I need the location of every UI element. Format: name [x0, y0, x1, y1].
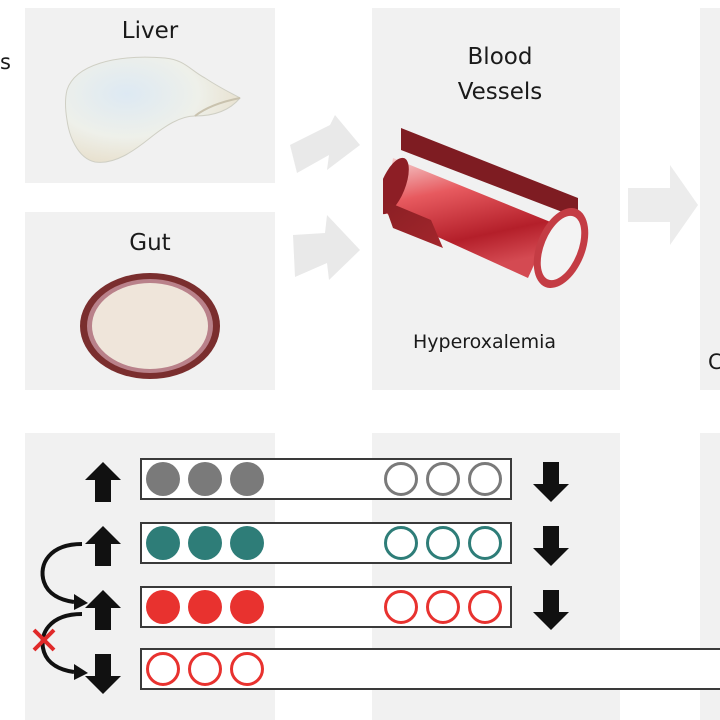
gut-image — [78, 270, 223, 382]
down-arrow-icon — [533, 526, 569, 566]
up-arrow-icon — [85, 526, 121, 566]
curved-arrow-icon — [30, 608, 90, 680]
liver-image — [55, 50, 245, 170]
filled-circle — [146, 462, 180, 496]
curved-arrow-icon — [30, 538, 90, 610]
down-arrow-icon — [533, 590, 569, 630]
legend-row-4-bar — [140, 648, 720, 690]
hollow-circle — [426, 526, 460, 560]
left-edge-text: s — [0, 50, 11, 74]
hollow-circle — [384, 590, 418, 624]
vessels-caption: Hyperoxalemia — [413, 331, 557, 353]
up-arrow-icon — [85, 462, 121, 502]
chevron-arrow-icon — [285, 115, 365, 195]
chevron-arrow-icon — [285, 205, 365, 285]
right-panel-top — [700, 8, 720, 390]
right-edge-text: C — [708, 350, 720, 374]
hollow-circle — [146, 652, 180, 686]
legend-row-2-bar — [140, 522, 512, 564]
vessels-label-line2: Vessels — [457, 79, 543, 105]
down-arrow-icon — [85, 654, 121, 694]
filled-circle — [188, 462, 222, 496]
hollow-circle — [468, 462, 502, 496]
liver-label: Liver — [121, 18, 179, 44]
filled-circle — [230, 526, 264, 560]
chevron-arrow-icon — [628, 160, 700, 250]
filled-circle — [230, 462, 264, 496]
hollow-circle — [384, 526, 418, 560]
vessels-label-line1: Blood — [467, 44, 533, 70]
hollow-circle — [188, 652, 222, 686]
hollow-circle — [468, 526, 502, 560]
hollow-circle — [468, 590, 502, 624]
legend-row-1-bar — [140, 458, 512, 500]
hollow-circle — [426, 590, 460, 624]
filled-circle — [146, 526, 180, 560]
hollow-circle — [426, 462, 460, 496]
filled-circle — [188, 590, 222, 624]
up-arrow-icon — [85, 590, 121, 630]
gut-label: Gut — [129, 230, 171, 256]
legend-row-3-bar — [140, 586, 512, 628]
filled-circle — [188, 526, 222, 560]
filled-circle — [146, 590, 180, 624]
hollow-circle — [384, 462, 418, 496]
hollow-circle — [230, 652, 264, 686]
filled-circle — [230, 590, 264, 624]
red-x-icon — [30, 626, 58, 654]
down-arrow-icon — [533, 462, 569, 502]
blood-vessel-image — [383, 128, 598, 293]
